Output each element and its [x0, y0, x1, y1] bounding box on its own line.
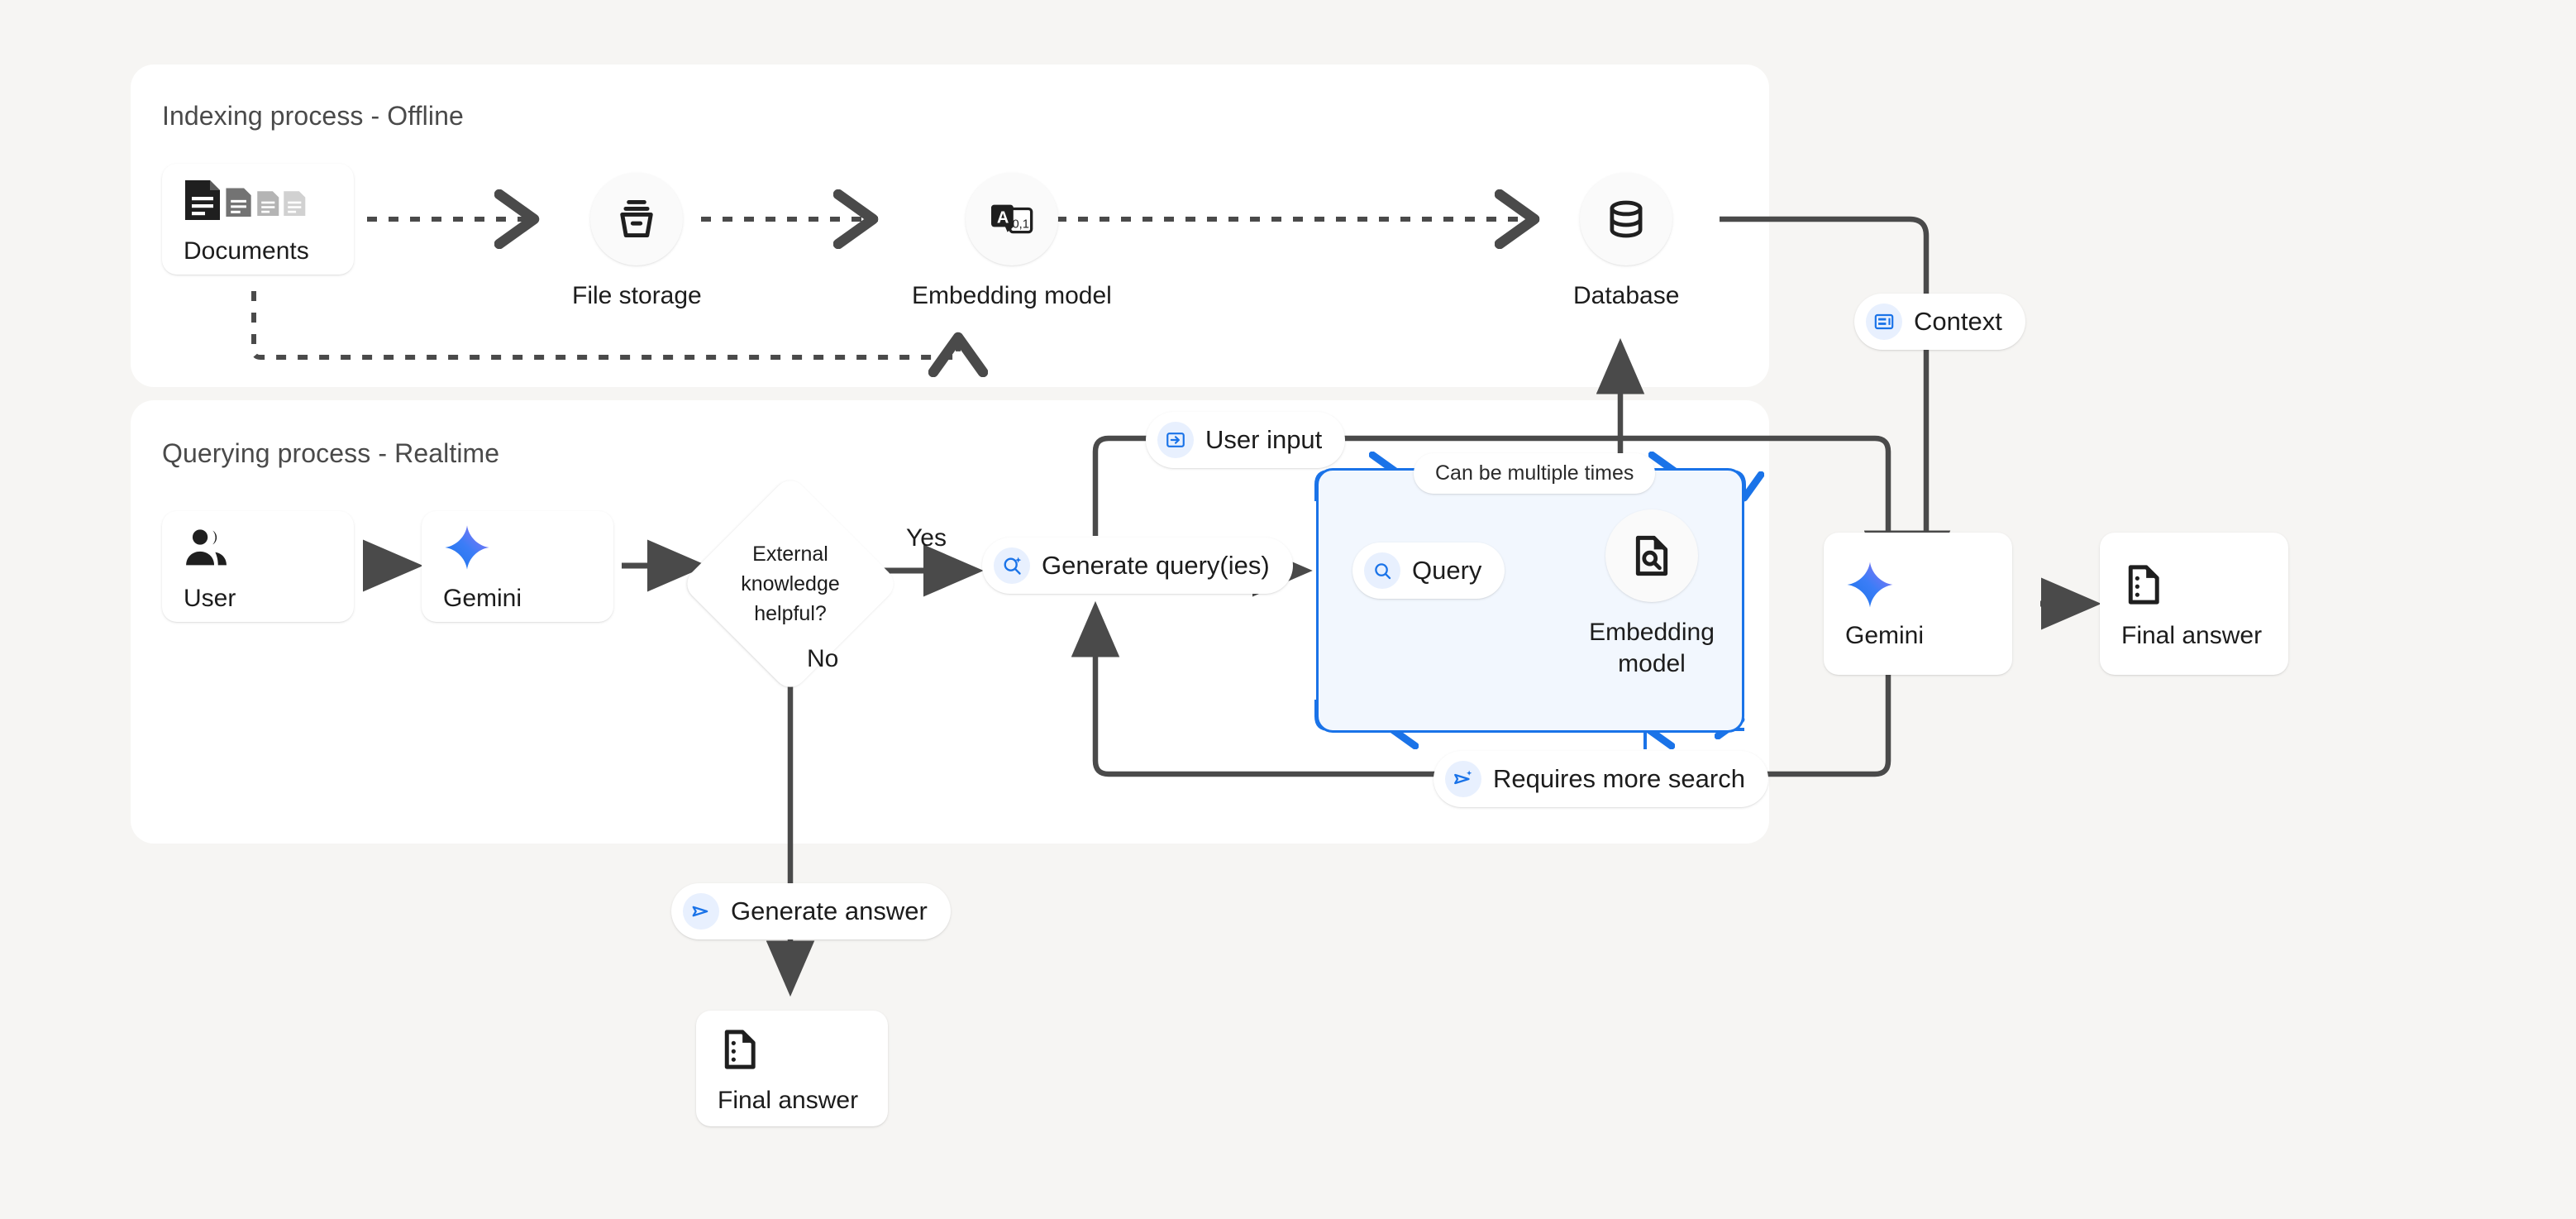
magnifier-icon — [1364, 552, 1400, 589]
pill-label: Requires more search — [1493, 764, 1745, 793]
node-final-answer-right[interactable]: Final answer — [2100, 533, 2288, 675]
panel-title-querying: Querying process - Realtime — [162, 438, 500, 468]
node-embedding-model-query[interactable]: Embedding model — [1573, 509, 1730, 679]
node-user[interactable]: User — [162, 511, 354, 622]
node-gemini-left[interactable]: Gemini — [422, 511, 613, 622]
text-to-vector-icon: 0,1 A — [965, 173, 1058, 265]
input-arrow-icon — [1157, 422, 1194, 458]
node-label: Documents — [184, 237, 309, 265]
edge-label-no: No — [807, 645, 839, 672]
node-label: User — [184, 585, 236, 612]
documents-stack-icon — [184, 173, 354, 227]
pill-label: User input — [1205, 425, 1323, 454]
loop-container-multiple-searches — [1316, 468, 1744, 733]
pill-label: Can be multiple times — [1435, 461, 1634, 485]
edge-label-yes: Yes — [906, 524, 947, 552]
send-triangle-icon — [683, 893, 719, 930]
node-label: Final answer — [2121, 622, 2263, 649]
node-final-answer-bottom[interactable]: Final answer — [696, 1011, 888, 1126]
pill-generate-answer[interactable]: Generate answer — [671, 883, 951, 939]
svg-text:0,1: 0,1 — [1012, 218, 1028, 231]
pill-user-input[interactable]: User input — [1146, 412, 1346, 468]
send-sparkle-icon — [1445, 761, 1481, 797]
answer-document-icon — [718, 1022, 888, 1077]
node-label: Embedding model — [1589, 619, 1715, 677]
node-label: Gemini — [1845, 622, 1925, 649]
answer-document-icon — [2121, 557, 2288, 612]
node-label: Database — [1573, 282, 1680, 309]
decision-label: External knowledge helpful? — [741, 542, 840, 626]
node-database[interactable]: Database — [1573, 173, 1679, 312]
node-label: Gemini — [443, 585, 522, 612]
database-cylinder-icon — [1580, 173, 1673, 265]
document-search-icon — [1605, 509, 1698, 602]
people-icon — [184, 520, 354, 575]
gemini-sparkle-icon — [443, 520, 613, 575]
node-label: File storage — [572, 282, 702, 309]
search-sparkle-icon — [994, 547, 1030, 584]
node-documents[interactable]: Documents — [162, 164, 354, 275]
node-file-storage[interactable]: File storage — [572, 173, 702, 312]
pill-label: Generate query(ies) — [1042, 551, 1270, 580]
pill-can-be-multiple-times: Can be multiple times — [1414, 453, 1656, 494]
pill-label: Generate answer — [731, 896, 928, 925]
pill-generate-queries[interactable]: Generate query(ies) — [982, 538, 1293, 594]
pill-query[interactable]: Query — [1352, 543, 1505, 599]
node-embedding-model[interactable]: 0,1 A Embedding model — [912, 173, 1112, 312]
svg-text:A: A — [997, 208, 1009, 227]
node-label: Final answer — [718, 1087, 859, 1114]
pill-label: Context — [1914, 307, 2002, 336]
pill-context[interactable]: Context — [1854, 294, 2025, 350]
node-label: Embedding model — [912, 282, 1112, 309]
pill-label: Query — [1412, 556, 1482, 585]
panel-title-indexing: Indexing process - Offline — [162, 101, 464, 131]
archive-box-icon — [590, 173, 684, 265]
decision-external-knowledge[interactable]: External knowledge helpful? — [680, 474, 900, 694]
context-card-icon — [1866, 304, 1902, 340]
gemini-sparkle-icon — [1845, 557, 2012, 612]
pill-requires-more-search[interactable]: Requires more search — [1433, 751, 1768, 807]
node-gemini-right[interactable]: Gemini — [1824, 533, 2012, 675]
